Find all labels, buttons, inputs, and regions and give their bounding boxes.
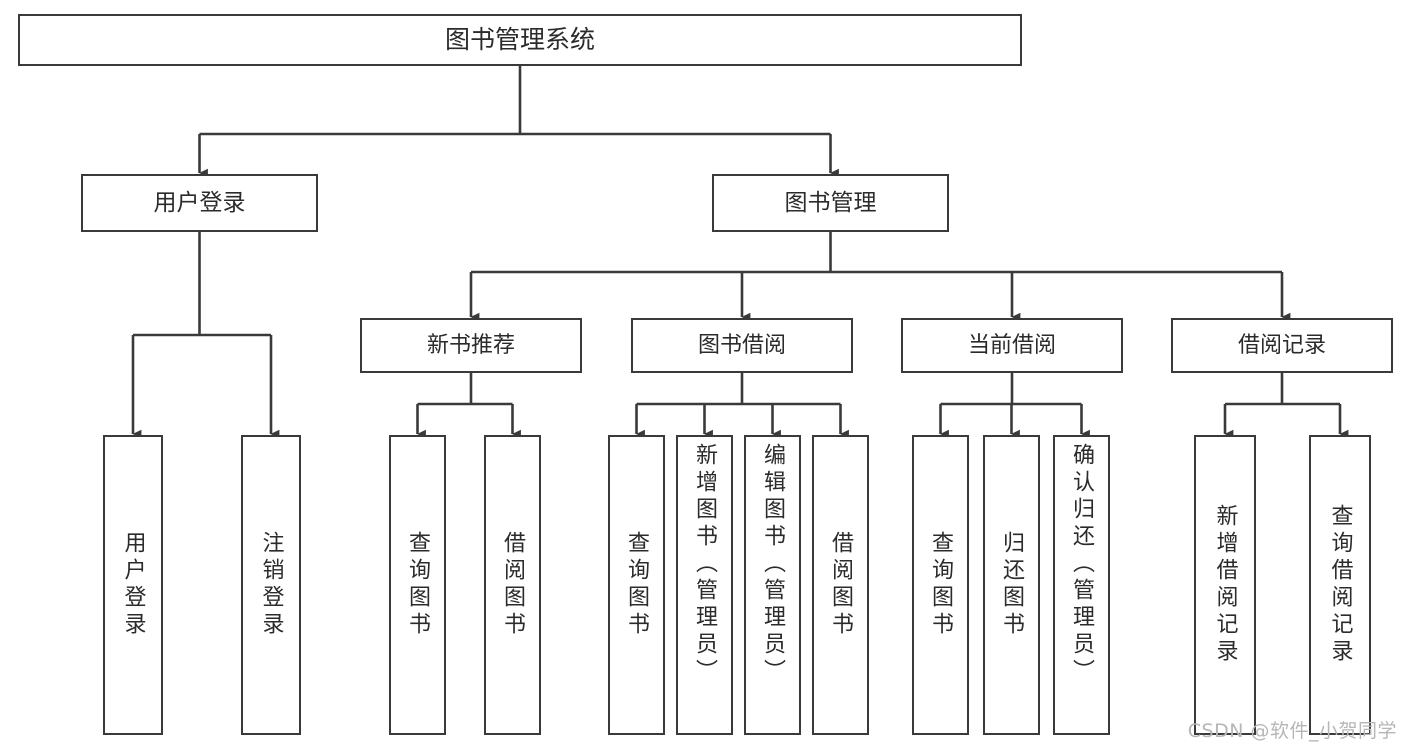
node-leaf-logout-login[interactable]: 注销登录 [241, 435, 301, 735]
leaf-label: 新增图书（管理员） [692, 443, 718, 686]
leaf-label: 查询图书 [405, 531, 431, 639]
leaf-label: 用户登录 [120, 531, 146, 639]
node-user-login[interactable]: 用户登录 [81, 174, 318, 232]
node-book-manage[interactable]: 图书管理 [712, 174, 949, 232]
leaf-label: 编辑图书（管理员） [760, 443, 786, 686]
leaf-label: 查询图书 [928, 531, 954, 639]
node-leaf-confirm-return[interactable]: 确认归还（管理员） [1053, 435, 1110, 735]
node-root[interactable]: 图书管理系统 [18, 14, 1022, 66]
watermark-text: CSDN @软件_小贺同学 [1187, 720, 1397, 742]
node-leaf-add-record[interactable]: 新增借阅记录 [1194, 435, 1256, 735]
leaf-label: 借阅图书 [828, 531, 854, 639]
node-current-borrow[interactable]: 当前借阅 [901, 318, 1123, 373]
leaf-label: 确认归还（管理员） [1069, 443, 1095, 686]
node-leaf-query-book-2[interactable]: 查询图书 [608, 435, 665, 735]
leaf-label: 新增借阅记录 [1212, 504, 1238, 666]
leaf-label: 归还图书 [999, 531, 1025, 639]
node-book-borrow[interactable]: 图书借阅 [631, 318, 853, 373]
leaf-label: 查询借阅记录 [1327, 504, 1353, 666]
node-borrow-record[interactable]: 借阅记录 [1171, 318, 1393, 373]
node-leaf-borrow-book-1[interactable]: 借阅图书 [484, 435, 541, 735]
node-leaf-query-book-1[interactable]: 查询图书 [389, 435, 446, 735]
node-leaf-borrow-book-2[interactable]: 借阅图书 [812, 435, 869, 735]
node-leaf-add-book[interactable]: 新增图书（管理员） [676, 435, 733, 735]
node-leaf-edit-book[interactable]: 编辑图书（管理员） [744, 435, 801, 735]
leaf-label: 查询图书 [624, 531, 650, 639]
node-leaf-query-book-3[interactable]: 查询图书 [912, 435, 969, 735]
node-leaf-user-login[interactable]: 用户登录 [103, 435, 163, 735]
leaf-label: 注销登录 [258, 531, 284, 639]
node-leaf-return-book[interactable]: 归还图书 [983, 435, 1040, 735]
node-new-book-recommend[interactable]: 新书推荐 [360, 318, 582, 373]
leaf-label: 借阅图书 [500, 531, 526, 639]
node-leaf-query-record[interactable]: 查询借阅记录 [1309, 435, 1371, 735]
